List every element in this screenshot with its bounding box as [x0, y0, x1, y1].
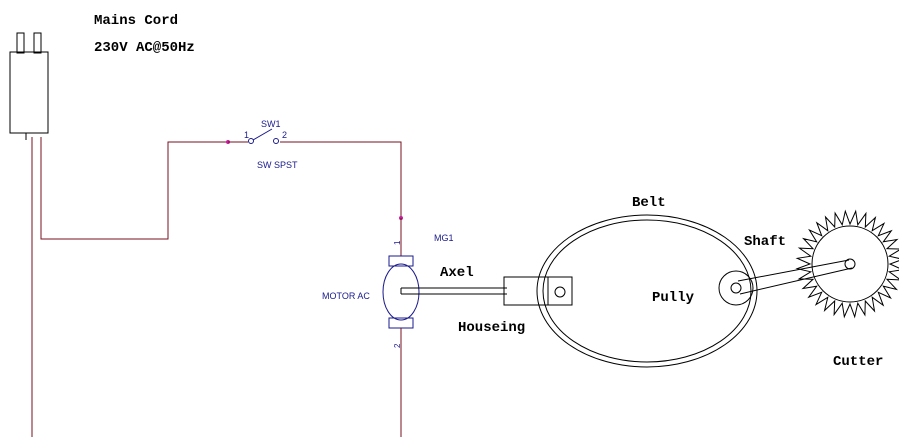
plug-prong-left [16, 32, 25, 54]
motor-ref-label: MG1 [434, 233, 454, 243]
shaft-line-top [737, 259, 850, 282]
switch-pin1-label: 1 [244, 130, 249, 140]
mains-voltage-label: 230V AC@50Hz [94, 40, 195, 56]
cutter-hub [844, 258, 856, 270]
housing-block [503, 276, 573, 306]
switch-ref-label: SW1 [261, 119, 281, 129]
switch-sw1: SW1 1 2 SW SPST [226, 119, 298, 170]
motor-body [382, 263, 420, 321]
mains-plug [9, 32, 49, 140]
shaft-line-bottom [739, 267, 853, 295]
switch-contact-1 [248, 138, 254, 144]
pulley-label: Pully [652, 290, 695, 306]
switch-lever [252, 128, 273, 141]
mains-title-label: Mains Cord [94, 13, 178, 29]
axel-label: Axel [440, 265, 474, 281]
pulley-shaft [718, 259, 853, 306]
axle-assembly [400, 276, 573, 306]
cutter-teeth [795, 209, 899, 319]
pulley-wheel [718, 270, 754, 306]
belt-inner [542, 219, 752, 363]
wire-live-to-switch [40, 137, 228, 240]
cutter-disc [811, 225, 889, 303]
belt-label: Belt [632, 195, 666, 211]
motor-pin2-label: 2 [393, 343, 402, 348]
housing-label: Houseing [458, 320, 525, 336]
plug-prong-right [33, 32, 42, 54]
cutter [795, 209, 899, 319]
plug-body [9, 51, 49, 134]
motor-terminal-top [388, 255, 414, 267]
cutter-label: Cutter [833, 354, 883, 370]
wire-switch-to-motor [280, 141, 402, 254]
wires [31, 137, 402, 437]
switch-type-label: SW SPST [257, 160, 298, 170]
motor-mg1: MG1 MOTOR AC 1 2 [322, 216, 454, 348]
switch-contact-2 [273, 138, 279, 144]
motor-type-label: MOTOR AC [322, 291, 370, 301]
switch-pin2-label: 2 [282, 130, 287, 140]
belt [536, 214, 758, 368]
labels: Mains Cord 230V AC@50Hz Axel Houseing Be… [94, 13, 883, 370]
shaft-label: Shaft [744, 234, 786, 250]
belt-outer [536, 214, 758, 368]
pulley-hub [730, 282, 742, 294]
housing-pulley-center [554, 286, 566, 298]
motor-pin1-label: 1 [393, 240, 402, 245]
